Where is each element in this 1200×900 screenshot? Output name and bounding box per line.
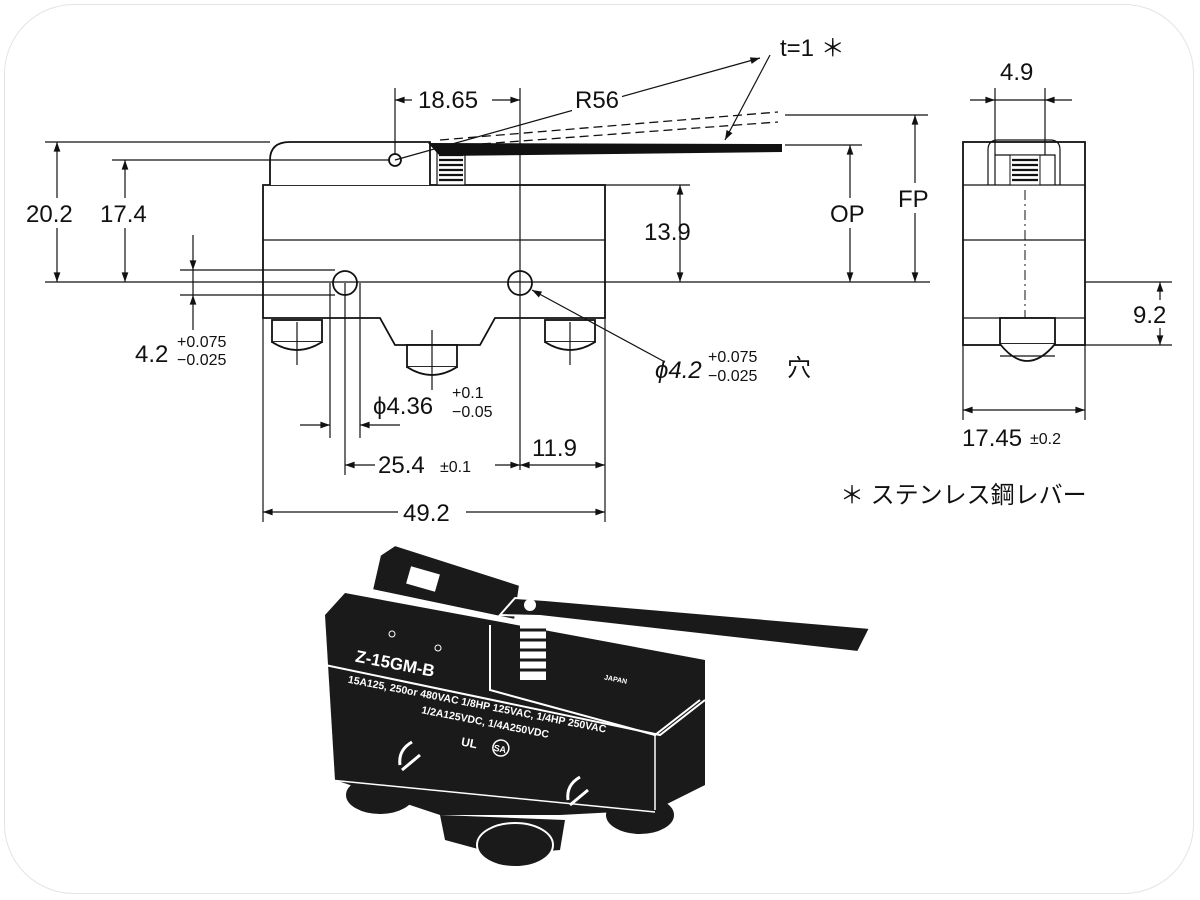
lever-arm xyxy=(428,143,782,156)
tol: ±0.1 xyxy=(440,459,471,476)
ul-mark: UL xyxy=(460,735,478,752)
terminal xyxy=(544,319,596,365)
photo-lever xyxy=(497,596,872,654)
tol-minus: −0.025 xyxy=(177,352,226,369)
dim-fp: FP xyxy=(898,186,929,213)
dim-op: OP xyxy=(830,201,865,228)
dimension-labels: 20.2 17.4 18.65 R56 t=1 ＊ 13.9 OP FP 4.2… xyxy=(22,35,936,527)
origin-label: JAPAN xyxy=(603,675,627,686)
dim-4-9: 4.9 xyxy=(1000,59,1033,86)
terminal xyxy=(406,330,458,390)
csa-mark: SA xyxy=(493,743,508,755)
product-photo: Z-15GM-B 15A125, 250or 480VAC 1/8HP 125V… xyxy=(324,543,872,868)
material-note: ＊ ステンレス鋼レバー xyxy=(840,482,1087,509)
page-border xyxy=(4,4,1194,894)
terminal xyxy=(271,319,323,365)
lever-housing xyxy=(269,141,431,185)
dim-13-9: 13.9 xyxy=(644,219,691,246)
dim-11-9: 11.9 xyxy=(532,435,577,462)
side-view: 4.9 9.2 17.45 ±0.2 xyxy=(962,59,1190,452)
dim-9-2: 9.2 xyxy=(1133,302,1166,329)
dim-4-36: ϕ4.36 xyxy=(373,393,433,420)
dim-thickness: t=1 ＊ xyxy=(780,35,845,62)
dim-hole: ϕ4.2 xyxy=(655,357,702,384)
dim-20-2: 20.2 xyxy=(26,201,73,228)
terminal xyxy=(999,317,1056,345)
brand-logo: omron xyxy=(614,627,650,645)
dim-49-2: 49.2 xyxy=(403,500,450,527)
tol: ±0.2 xyxy=(1030,431,1061,448)
dim-18-65: 18.65 xyxy=(418,87,478,114)
dimension-lines xyxy=(45,54,930,522)
tol-minus: −0.025 xyxy=(708,368,757,385)
dim-17-45: 17.45 xyxy=(962,425,1022,452)
tol-minus: −0.05 xyxy=(452,404,493,421)
tol-plus: +0.075 xyxy=(177,334,226,351)
front-view xyxy=(262,111,782,390)
hole-suffix: 穴 xyxy=(787,355,811,382)
dim-4-2: 4.2 xyxy=(135,341,168,368)
dim-25-4: 25.4 xyxy=(378,452,425,479)
dim-r56: R56 xyxy=(575,87,619,114)
tol-plus: +0.1 xyxy=(452,385,484,402)
dim-17-4: 17.4 xyxy=(100,201,147,228)
tol-plus: +0.075 xyxy=(708,349,757,366)
